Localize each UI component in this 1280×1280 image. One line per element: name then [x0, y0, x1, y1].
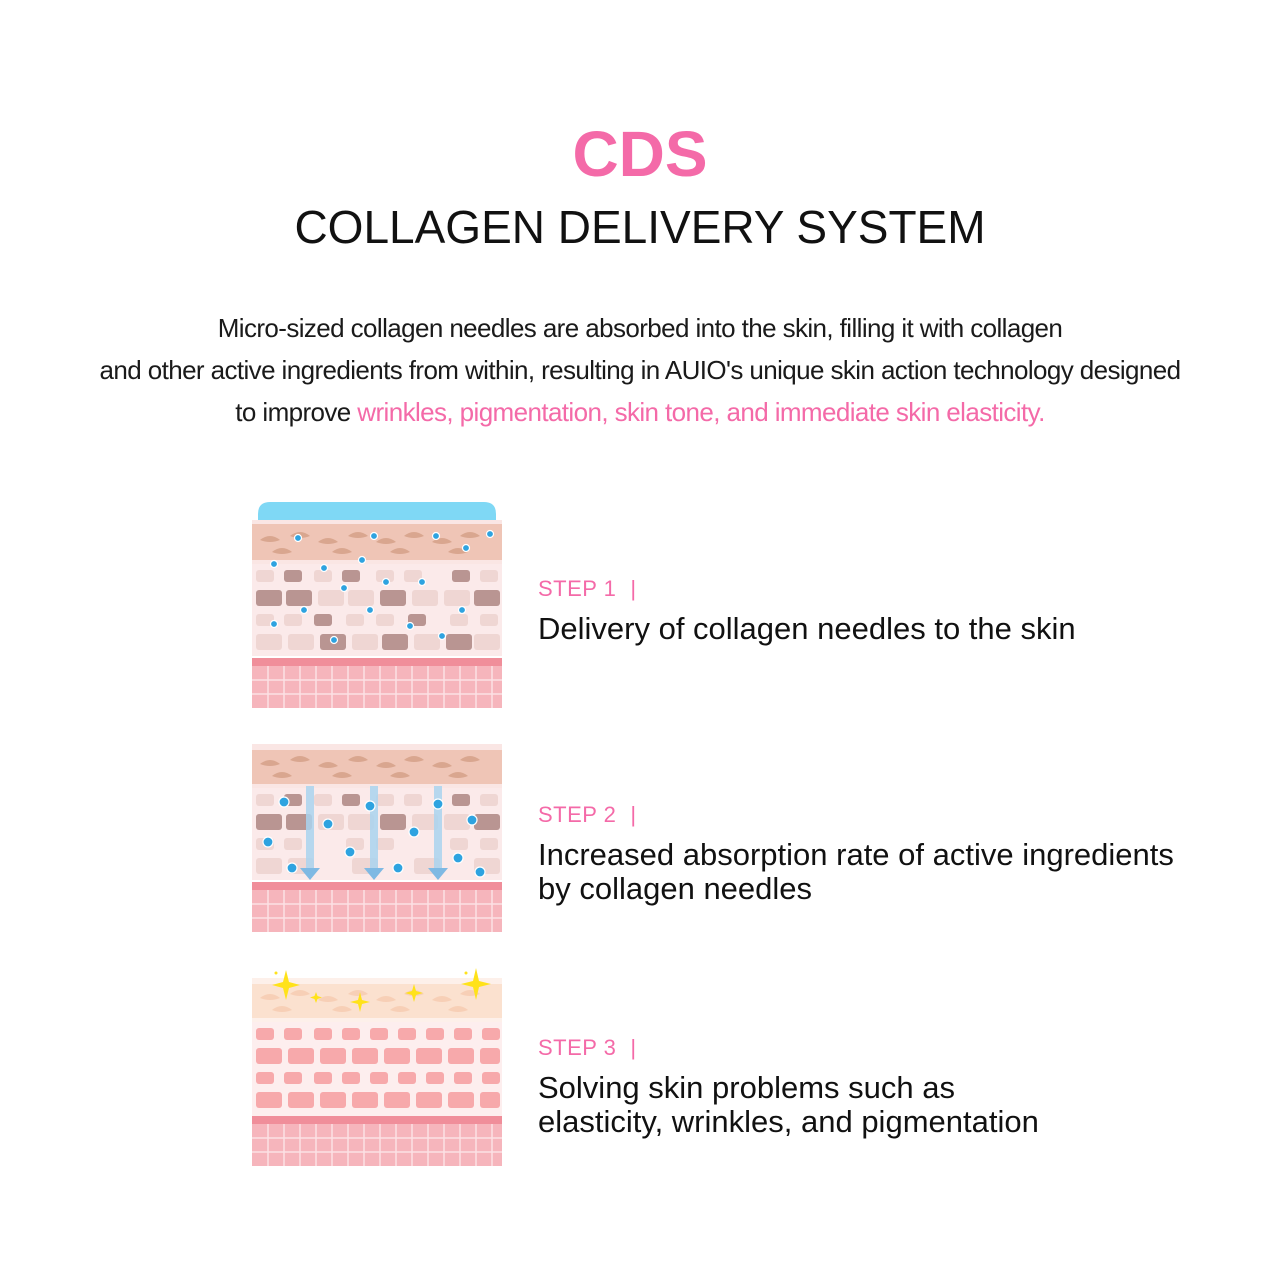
- page-title: CDS: [572, 118, 708, 190]
- step-1-label: STEP 1: [538, 576, 617, 601]
- sparkle-icons: [272, 968, 491, 1012]
- step-2-desc-line-1: Increased absorption rate of active ingr…: [538, 837, 1174, 872]
- intro-highlight: wrinkles, pigmentation, skin tone, and i…: [357, 397, 1045, 427]
- step-3-text: STEP 3 | Solving skin problems such as e…: [538, 1035, 1258, 1139]
- step-3-skin-illustration: [252, 968, 502, 1166]
- step-3-label: STEP 3: [538, 1035, 617, 1060]
- intro-paragraph: Micro-sized collagen needles are absorbe…: [30, 307, 1250, 433]
- collagen-sheet: [258, 502, 496, 520]
- step-2-separator: |: [630, 802, 637, 827]
- absorbed-needle-dots: [262, 796, 486, 878]
- collagen-needle-dots: [269, 529, 495, 645]
- intro-line-1: Micro-sized collagen needles are absorbe…: [217, 313, 1063, 343]
- intro-line-2: and other active ingredients from within…: [99, 355, 1182, 385]
- step-3-desc-line-2: elasticity, wrinkles, and pigmentation: [538, 1104, 1039, 1139]
- step-2-label-row: STEP 2 |: [538, 802, 1258, 828]
- step-1-separator: |: [630, 576, 637, 601]
- step-1-description: Delivery of collagen needles to the skin: [538, 612, 1258, 646]
- step-2-label: STEP 2: [538, 802, 617, 827]
- intro-line-3: to improve wrinkles, pigmentation, skin …: [30, 391, 1250, 433]
- absorption-arrows: [300, 786, 448, 880]
- step-1-desc-line-1: Delivery of collagen needles to the skin: [538, 611, 1076, 646]
- step-1-label-row: STEP 1 |: [538, 576, 1258, 602]
- step-2-text: STEP 2 | Increased absorption rate of ac…: [538, 802, 1258, 906]
- step-2-description: Increased absorption rate of active ingr…: [538, 838, 1258, 906]
- step-3-description: Solving skin problems such as elasticity…: [538, 1071, 1258, 1139]
- step-2-skin-illustration: [252, 744, 502, 932]
- step-3-label-row: STEP 3 |: [538, 1035, 1258, 1061]
- step-1-skin-illustration: [252, 502, 502, 708]
- step-3-separator: |: [630, 1035, 637, 1060]
- step-2-desc-line-2: by collagen needles: [538, 871, 813, 906]
- step-1-text: STEP 1 | Delivery of collagen needles to…: [538, 576, 1258, 646]
- intro-line-3-prefix: to improve: [235, 397, 358, 427]
- step-3-desc-line-1: Solving skin problems such as: [538, 1070, 955, 1105]
- page-subtitle: COLLAGEN DELIVERY SYSTEM: [294, 201, 986, 253]
